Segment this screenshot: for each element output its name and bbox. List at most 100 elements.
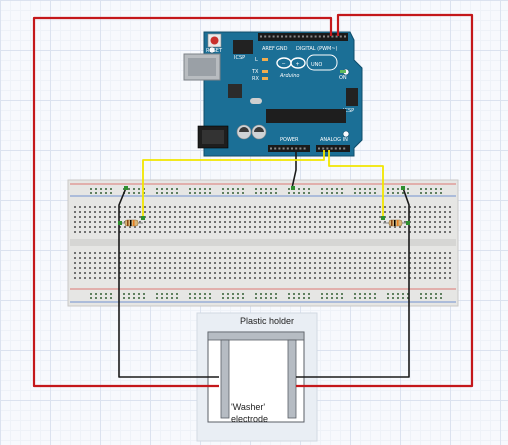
terminal-hole — [349, 267, 351, 269]
terminal-hole — [144, 267, 146, 269]
terminal-hole — [154, 267, 156, 269]
terminal-hole — [114, 267, 116, 269]
terminal-hole — [324, 257, 326, 259]
rail-hole — [237, 192, 239, 194]
terminal-hole — [169, 267, 171, 269]
led-l-label: L — [255, 57, 258, 63]
terminal-hole — [164, 221, 166, 223]
terminal-hole — [449, 211, 451, 213]
terminal-hole — [219, 267, 221, 269]
terminal-hole — [234, 206, 236, 208]
reset-button-cap[interactable] — [210, 36, 219, 45]
header-pin — [260, 35, 262, 38]
rail-hole — [194, 192, 196, 194]
terminal-hole — [324, 272, 326, 274]
terminal-hole — [194, 221, 196, 223]
terminal-hole — [264, 252, 266, 254]
terminal-hole — [114, 221, 116, 223]
terminal-hole — [324, 252, 326, 254]
terminal-hole — [349, 221, 351, 223]
terminal-hole — [414, 211, 416, 213]
terminal-hole — [364, 262, 366, 264]
terminal-hole — [199, 221, 201, 223]
terminal-hole — [169, 226, 171, 228]
terminal-hole — [164, 226, 166, 228]
terminal-hole — [104, 267, 106, 269]
terminal-hole — [239, 211, 241, 213]
terminal-hole — [259, 211, 261, 213]
terminal-hole — [294, 231, 296, 233]
terminal-hole — [174, 216, 176, 218]
terminal-hole — [434, 231, 436, 233]
terminal-hole — [389, 267, 391, 269]
rail-hole — [128, 293, 130, 295]
terminal-hole — [114, 257, 116, 259]
rail-hole — [222, 192, 224, 194]
terminal-hole — [99, 231, 101, 233]
terminal-hole — [279, 211, 281, 213]
rail-hole — [440, 188, 442, 190]
terminal-hole — [119, 231, 121, 233]
rail-hole — [387, 293, 389, 295]
terminal-hole — [139, 272, 141, 274]
rail-hole — [321, 293, 323, 295]
terminal-hole — [389, 252, 391, 254]
terminal-hole — [154, 221, 156, 223]
terminal-hole — [204, 267, 206, 269]
terminal-hole — [259, 221, 261, 223]
terminal-hole — [439, 216, 441, 218]
terminal-hole — [109, 221, 111, 223]
rail-hole — [341, 192, 343, 194]
rail-hole — [374, 188, 376, 190]
terminal-hole — [139, 221, 141, 223]
arduino-board: RESET ICSP DIGITAL (PWM~) AREF GND L TX … — [183, 31, 363, 157]
terminal-hole — [109, 252, 111, 254]
terminal-hole — [299, 257, 301, 259]
terminal-hole — [314, 262, 316, 264]
terminal-hole — [164, 206, 166, 208]
resistor-band — [394, 220, 396, 226]
terminal-hole — [349, 272, 351, 274]
terminal-hole — [274, 262, 276, 264]
terminal-hole — [209, 216, 211, 218]
header-pin — [276, 35, 279, 38]
terminal-hole — [179, 267, 181, 269]
terminal-hole — [319, 231, 321, 233]
terminal-hole — [249, 272, 251, 274]
led-rx — [262, 77, 268, 80]
terminal-hole — [359, 231, 361, 233]
terminal-hole — [429, 277, 431, 279]
terminal-hole — [104, 226, 106, 228]
terminal-hole — [339, 226, 341, 228]
terminal-hole — [344, 226, 346, 228]
terminal-hole — [219, 216, 221, 218]
terminal-hole — [179, 277, 181, 279]
terminal-hole — [269, 211, 271, 213]
terminal-hole — [394, 267, 396, 269]
terminal-hole — [214, 262, 216, 264]
rail-hole — [242, 297, 244, 299]
terminal-hole — [109, 206, 111, 208]
terminal-hole — [239, 252, 241, 254]
terminal-hole — [179, 206, 181, 208]
terminal-hole — [189, 211, 191, 213]
icsp2-header — [346, 88, 358, 106]
terminal-hole — [94, 267, 96, 269]
terminal-hole — [269, 267, 271, 269]
terminal-hole — [369, 267, 371, 269]
terminal-hole — [244, 257, 246, 259]
rail-hole — [430, 297, 432, 299]
rail-hole — [369, 297, 371, 299]
terminal-hole — [284, 257, 286, 259]
rail-hole — [354, 293, 356, 295]
terminal-hole — [324, 221, 326, 223]
rail-hole — [260, 297, 262, 299]
rail-hole — [199, 188, 201, 190]
terminal-hole — [429, 267, 431, 269]
terminal-hole — [354, 277, 356, 279]
rail-hole — [397, 192, 399, 194]
terminal-hole — [274, 226, 276, 228]
terminal-hole — [199, 206, 201, 208]
terminal-hole — [79, 277, 81, 279]
terminal-hole — [264, 267, 266, 269]
